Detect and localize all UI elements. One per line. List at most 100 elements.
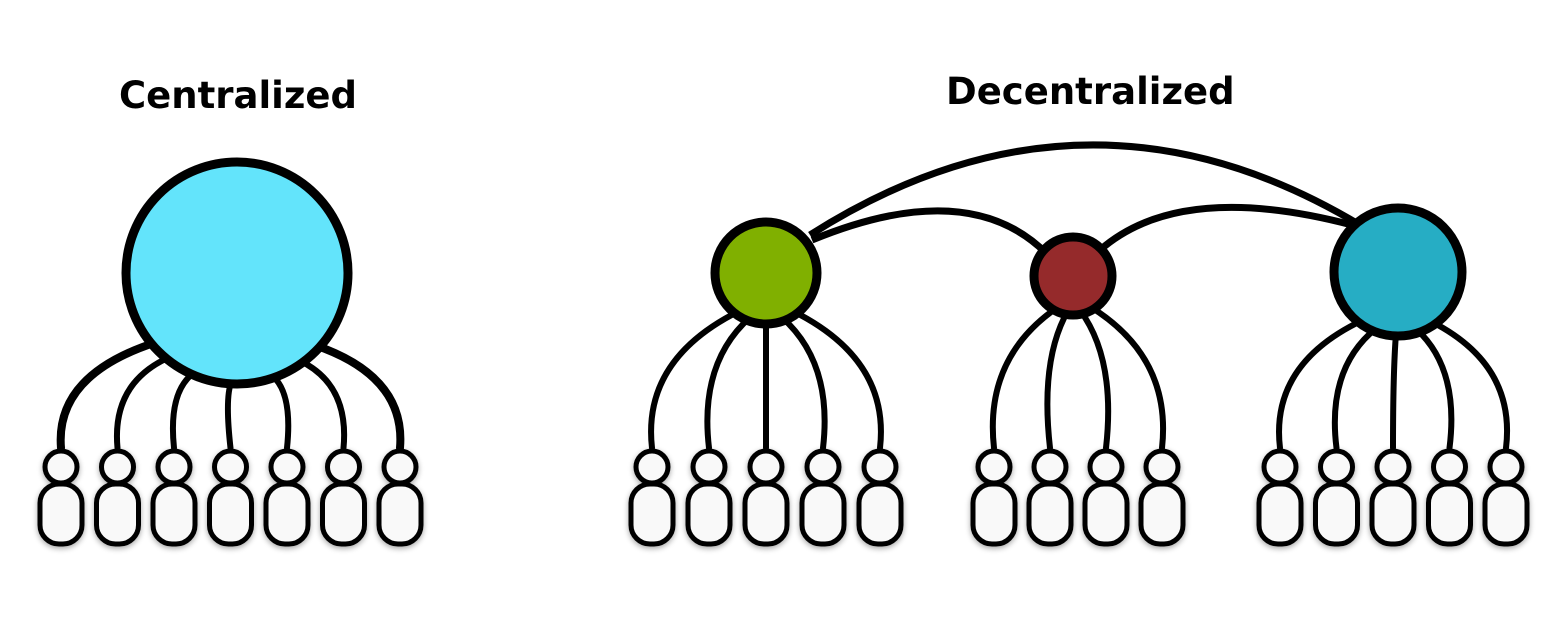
teal-hub-user [1256,448,1304,547]
user-head [747,448,785,486]
teal-hub-user-link [1331,325,1380,451]
user-body [376,481,424,547]
decentralized-users [628,448,1530,547]
centralized-title: Centralized [119,74,357,117]
red-hub-user-link [1087,303,1166,451]
user-body [1138,481,1186,547]
red-hub-user-link [989,304,1061,451]
teal-hub-user [1482,448,1530,547]
centralized-network [37,157,424,547]
central-user [320,448,367,547]
user-head [1143,448,1181,486]
central-user [94,448,141,547]
teal-hub-node [1329,203,1467,341]
teal-hub-user [1313,448,1360,547]
user-body [1482,481,1530,547]
central-user-link [295,357,348,451]
user-head [99,448,136,486]
link-green-to-teal [808,141,1362,238]
user-body [685,481,733,547]
user-body [263,481,311,547]
central-user-link [311,341,405,452]
user-head [325,448,362,486]
user-head [1087,448,1125,486]
user-head [1318,448,1355,486]
decentralized-user-links [648,303,1510,451]
red-hub-node [1029,232,1117,320]
central-hub-node [121,157,353,389]
green-hub-user-link [704,314,754,451]
red-hub-user [1026,448,1074,547]
user-body [970,481,1018,547]
user-head [155,448,193,486]
red-hub-user-link [1077,307,1112,451]
green-hub-user [856,448,904,547]
green-hub-user [685,448,733,547]
user-head [633,448,671,486]
central-user [376,448,424,547]
user-head [1261,448,1299,486]
user-body [150,481,198,547]
link-red-to-teal [1097,203,1353,253]
decentralized-network [628,141,1530,547]
user-head [861,448,899,486]
central-user-link [113,353,174,451]
green-hub-user-link [648,308,742,451]
central-user [207,448,254,547]
user-body [207,481,254,547]
centralized-users [37,448,424,547]
user-body [94,481,141,547]
central-user [37,448,85,547]
teal-hub-user [1369,448,1417,547]
teal-hub-user-link [1428,318,1510,451]
user-head [1031,448,1069,486]
central-user-link [169,368,199,451]
teal-hub-user-link [1390,328,1400,451]
user-head [1374,448,1412,486]
link-green-to-red [810,207,1051,258]
green-hub-user [628,448,676,547]
user-head [1431,448,1468,486]
user-body [1256,481,1304,547]
green-hub-user-link [790,308,884,451]
red-hub-user [1082,448,1130,547]
central-user-link [56,338,160,452]
central-user [150,448,198,547]
teal-hub-user-link [1413,326,1455,451]
central-user-link [224,376,236,451]
user-body [1026,481,1074,547]
user-body [320,481,367,547]
green-hub-user [742,448,790,547]
user-body [799,481,847,547]
green-hub-node [710,217,822,329]
user-body [1082,481,1130,547]
user-head [1487,448,1525,486]
decentralized-title: Decentralized [946,70,1235,113]
user-head [381,448,419,486]
green-hub-user [799,448,847,547]
red-hub-user [1138,448,1186,547]
user-head [690,448,728,486]
teal-hub-user-link [1276,317,1366,451]
teal-hub-user [1426,448,1473,547]
user-body [1426,481,1473,547]
user-body [856,481,904,547]
user-body [1313,481,1360,547]
user-head [268,448,306,486]
user-body [628,481,676,547]
user-body [37,481,85,547]
green-hub-user-link [778,314,828,451]
user-head [212,448,249,486]
user-body [1369,481,1417,547]
hub-interconnections [808,141,1362,258]
user-head [42,448,80,486]
user-body [742,481,790,547]
central-user-link [267,371,292,451]
red-hub-user [970,448,1018,547]
red-hub-user-link [1044,307,1072,451]
user-head [975,448,1013,486]
central-user [263,448,311,547]
user-head [804,448,842,486]
